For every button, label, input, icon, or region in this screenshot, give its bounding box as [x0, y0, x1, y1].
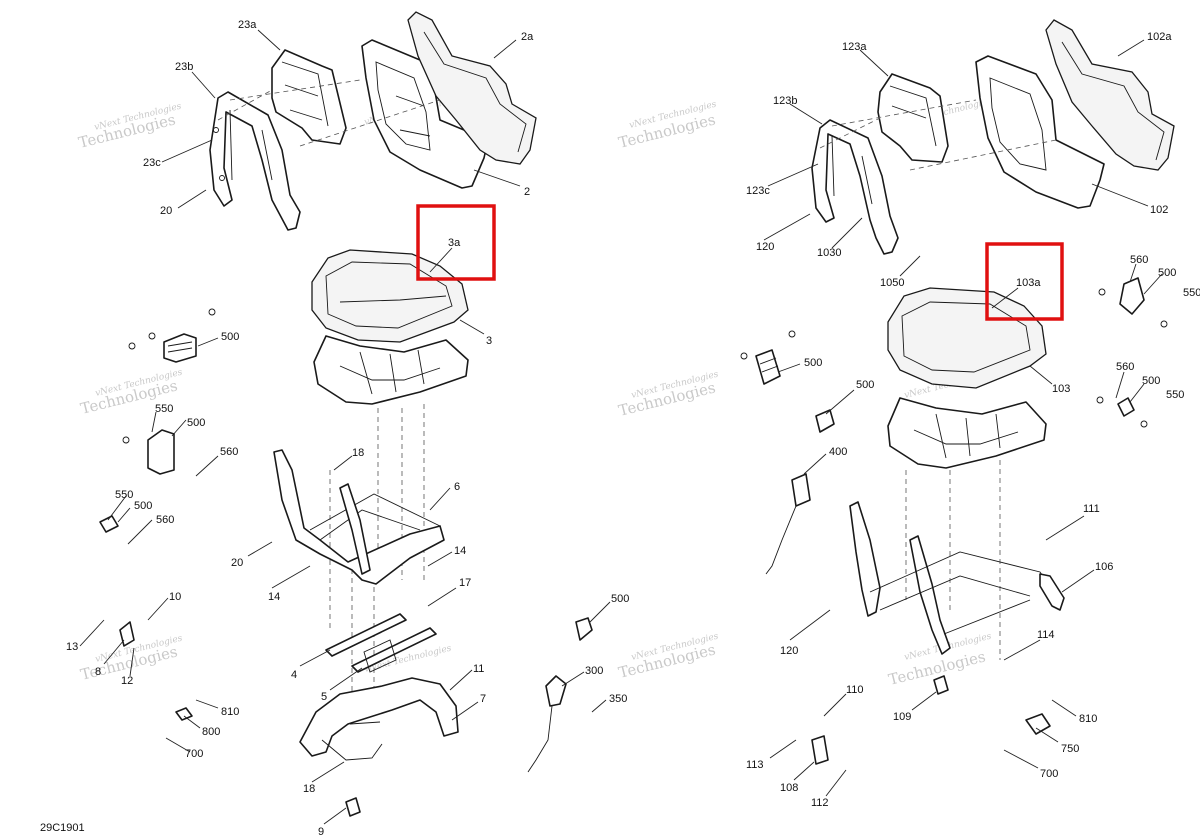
callout-110: 110 — [846, 684, 864, 696]
callout-560: 560 — [156, 514, 174, 526]
callout-550: 550 — [155, 403, 173, 415]
callout-550: 550 — [115, 489, 133, 501]
callout-560: 560 — [220, 446, 238, 458]
callout-2: 2 — [524, 186, 530, 198]
callout-103: 103 — [1052, 383, 1070, 395]
callout-1030: 1030 — [817, 247, 841, 259]
callout-750: 750 — [1061, 743, 1079, 755]
hardware-500-left — [99, 308, 216, 721]
callout-102a: 102a — [1147, 31, 1172, 43]
callout-3a: 3a — [448, 237, 461, 249]
bushing-109 — [933, 675, 949, 695]
seat-pan — [313, 335, 469, 405]
callout-labels: 23a 23b 23c 20 2a 2 3a 3 500 550 500 560… — [66, 19, 1200, 837]
seat-rail-4 — [325, 613, 407, 657]
callout-14: 14 — [454, 545, 466, 557]
callout-114: 114 — [1037, 629, 1055, 641]
callout-113: 113 — [746, 759, 764, 771]
callout-103a: 103a — [1016, 277, 1041, 289]
callout-500: 500 — [804, 357, 822, 369]
highlight-box-103a — [985, 242, 1064, 321]
callout-108: 108 — [780, 782, 798, 794]
callout-106: 106 — [1095, 561, 1113, 573]
callout-120: 120 — [756, 241, 774, 253]
callout-20: 20 — [231, 557, 243, 569]
callout-2a: 2a — [521, 31, 534, 43]
seat-frame-106 — [849, 501, 881, 617]
callout-12: 12 — [121, 675, 133, 687]
seat-back-cushion-2a — [407, 11, 537, 165]
callout-10: 10 — [169, 591, 181, 603]
highlight-box-3a — [416, 204, 496, 281]
right-seat-assembly — [740, 19, 1175, 765]
seat-back-cushion-102a — [1045, 19, 1175, 171]
callout-123b: 123b — [773, 95, 797, 107]
callout-810: 810 — [1079, 713, 1097, 725]
callout-18: 18 — [303, 783, 315, 795]
callout-23b: 23b — [175, 61, 193, 73]
seat-cushion-3 — [311, 249, 469, 343]
callout-550: 550 — [1183, 287, 1200, 299]
callout-700: 700 — [185, 748, 203, 760]
callout-11: 11 — [473, 663, 484, 675]
callout-800: 800 — [202, 726, 220, 738]
seat-frame-6 — [273, 449, 445, 585]
callout-14: 14 — [268, 591, 280, 603]
callout-1050: 1050 — [880, 277, 904, 289]
callout-500: 500 — [856, 379, 874, 391]
callout-8: 8 — [95, 666, 101, 678]
seat-cushion-103 — [887, 287, 1047, 389]
figure-code: 29C1901 — [40, 822, 85, 834]
callout-7: 7 — [480, 693, 486, 705]
callout-500: 500 — [611, 593, 629, 605]
callout-9: 9 — [318, 826, 324, 837]
headrest-pad-23a — [271, 49, 347, 145]
callout-123a: 123a — [842, 41, 867, 53]
callout-17: 17 — [459, 577, 471, 589]
callout-6: 6 — [454, 481, 460, 493]
callout-120: 120 — [780, 645, 798, 657]
headrest-pad-123a — [877, 73, 949, 163]
headrest-bracket-123b — [811, 119, 899, 255]
seat-belt-buckle-300 — [545, 675, 567, 707]
belt-retractor-400 — [791, 473, 811, 507]
callout-111: 111 — [1083, 503, 1100, 515]
callout-20: 20 — [160, 205, 172, 217]
callout-23c: 23c — [143, 157, 161, 169]
callout-109: 109 — [893, 711, 911, 723]
left-seat-assembly — [99, 11, 593, 817]
leader-lines — [79, 29, 1163, 825]
seat-pan-right — [887, 397, 1047, 469]
seat-back-102 — [975, 55, 1105, 209]
callout-500: 500 — [134, 500, 152, 512]
callout-500: 500 — [1158, 267, 1176, 279]
callout-13: 13 — [66, 641, 78, 653]
callout-18: 18 — [352, 447, 364, 459]
callout-5: 5 — [321, 691, 327, 703]
headrest-bracket-23b — [209, 91, 301, 231]
callout-23a: 23a — [238, 19, 257, 31]
callout-500: 500 — [221, 331, 239, 343]
callout-560: 560 — [1130, 254, 1148, 266]
base-frame-7 — [299, 677, 459, 757]
callout-123c: 123c — [746, 185, 770, 197]
callout-300: 300 — [585, 665, 603, 677]
callout-560: 560 — [1116, 361, 1134, 373]
callout-500: 500 — [187, 417, 205, 429]
callout-550: 550 — [1166, 389, 1184, 401]
hardware-right — [740, 277, 1168, 765]
callout-112: 112 — [811, 797, 829, 809]
callout-500: 500 — [1142, 375, 1160, 387]
callout-700: 700 — [1040, 768, 1058, 780]
bushing-9 — [345, 797, 361, 817]
callout-350: 350 — [609, 693, 627, 705]
callout-810: 810 — [221, 706, 239, 718]
callout-4: 4 — [291, 669, 297, 681]
callout-3: 3 — [486, 335, 492, 347]
callout-400: 400 — [829, 446, 847, 458]
seat-belt-anchor-500 — [575, 617, 593, 641]
callout-102: 102 — [1150, 204, 1168, 216]
seat-rail-5 — [351, 627, 437, 673]
